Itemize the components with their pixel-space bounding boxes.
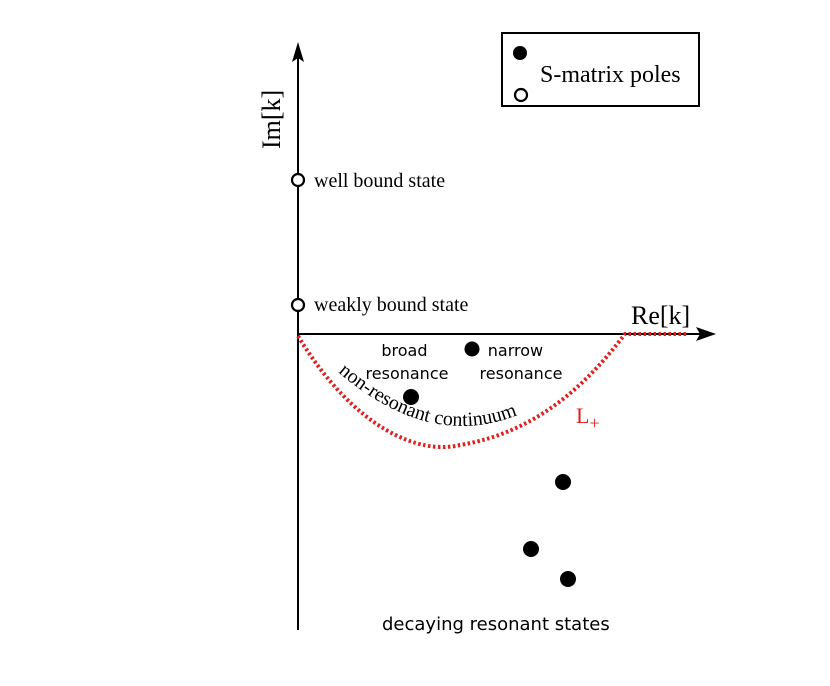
legend-filled-pole-icon	[513, 46, 527, 60]
x-axis: Re[k]	[298, 301, 716, 341]
well-bound-state-marker	[290, 172, 306, 188]
legend-open-pole-icon	[513, 87, 529, 103]
broad-resonance-label-line1: broad	[381, 341, 427, 360]
contour-label: L+	[576, 403, 600, 433]
weakly-bound-state-marker	[290, 297, 306, 313]
bound-states: well bound state weakly bound state	[290, 170, 469, 316]
contour-path	[296, 332, 688, 450]
contour-label-subscript: +	[589, 413, 599, 433]
y-axis-label: Im[k]	[257, 90, 286, 149]
legend-label: S-matrix poles	[540, 62, 681, 88]
narrow-resonance-label-line1: narrow	[488, 341, 543, 360]
decaying-states: decaying resonant states	[382, 474, 610, 635]
y-axis-arrow-icon	[292, 42, 304, 62]
broad-resonance-label-line2: resonance	[366, 364, 449, 383]
broad-resonance-label: broad resonance	[366, 341, 449, 383]
weakly-bound-state-label: weakly bound state	[314, 294, 469, 316]
resonances: broad resonance narrow resonance	[366, 341, 563, 405]
legend: S-matrix poles	[501, 32, 700, 107]
narrow-resonance-label: narrow resonance	[480, 341, 563, 383]
narrow-resonance-marker	[464, 341, 480, 357]
legend-box	[501, 32, 700, 107]
x-axis-arrow-icon	[696, 327, 716, 341]
decaying-state-marker	[555, 474, 571, 490]
well-bound-state-label: well bound state	[314, 170, 445, 192]
decaying-states-label: decaying resonant states	[382, 614, 610, 635]
x-axis-label: Re[k]	[631, 301, 690, 330]
contour-label-main: L	[576, 403, 589, 428]
narrow-resonance-label-line2: resonance	[480, 364, 563, 383]
y-axis: Im[k]	[257, 42, 304, 630]
decaying-state-marker	[560, 571, 576, 587]
decaying-state-marker	[523, 541, 539, 557]
broad-resonance-marker	[403, 389, 419, 405]
